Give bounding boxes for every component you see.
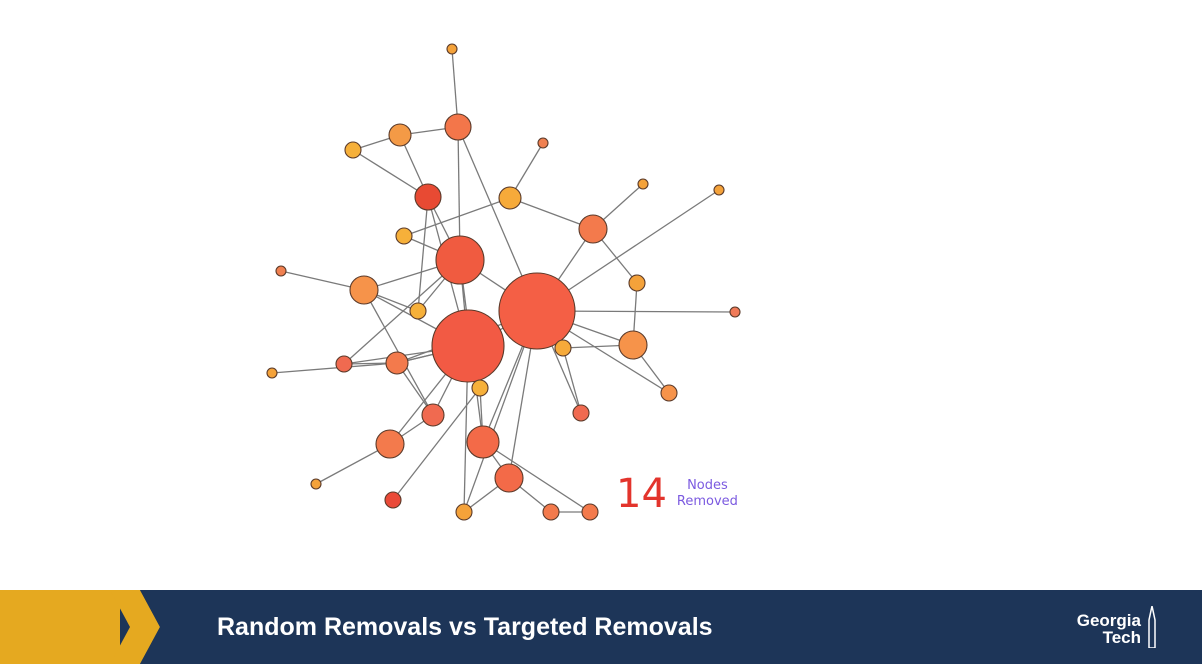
- network-node: [384, 491, 402, 509]
- network-node: [446, 43, 458, 55]
- network-node: [542, 503, 560, 521]
- network-edge: [352, 149, 429, 198]
- network-node: [537, 137, 549, 149]
- network-node: [578, 214, 608, 244]
- network-node: [660, 384, 678, 402]
- network-node: [498, 272, 576, 350]
- nodes-removed-counter: 14 Nodes Removed: [616, 474, 738, 514]
- network-edge: [509, 197, 594, 230]
- network-edge: [343, 259, 461, 365]
- network-node: [388, 123, 412, 147]
- network-graph: [266, 43, 741, 521]
- removed-count: 14: [616, 471, 667, 517]
- network-node: [628, 274, 646, 292]
- network-node: [444, 113, 472, 141]
- network-node: [395, 227, 413, 245]
- network-node: [494, 463, 524, 493]
- banner-gold-block: [0, 590, 120, 664]
- network-edge: [392, 387, 481, 501]
- footer-banner: Random Removals vs Targeted Removals Geo…: [0, 590, 1202, 664]
- network-node: [310, 478, 322, 490]
- network-node: [618, 330, 648, 360]
- logo-line1: Georgia: [1076, 611, 1141, 630]
- georgia-tech-logo: Georgia Tech: [1055, 612, 1141, 646]
- network-node: [414, 183, 442, 211]
- network-node: [335, 355, 353, 373]
- network-node: [344, 141, 362, 159]
- network-edges: [271, 48, 736, 513]
- network-edge: [562, 347, 582, 414]
- network-node: [498, 186, 522, 210]
- network-node: [385, 351, 409, 375]
- network-edge: [417, 196, 429, 312]
- network-node: [421, 403, 445, 427]
- network-node: [637, 178, 649, 190]
- network-node: [275, 265, 287, 277]
- network-node: [409, 302, 427, 320]
- network-node: [713, 184, 725, 196]
- removed-label-line2: Removed: [676, 494, 738, 509]
- removed-label-line1: Nodes: [687, 478, 728, 493]
- network-node: [431, 309, 505, 383]
- network-edge: [271, 362, 398, 374]
- network-node: [581, 503, 599, 521]
- slide-title: Random Removals vs Targeted Removals: [217, 613, 713, 641]
- network-node: [266, 367, 278, 379]
- banner-chevron-icon: [110, 590, 180, 664]
- network-node: [455, 503, 473, 521]
- network-node: [729, 306, 741, 318]
- network-node: [349, 275, 379, 305]
- network-edge: [403, 197, 511, 237]
- network-edge: [482, 441, 591, 513]
- network-node: [572, 404, 590, 422]
- network-nodes: [266, 43, 741, 521]
- removed-label: Nodes Removed: [677, 478, 738, 510]
- network-node: [375, 429, 405, 459]
- network-node: [554, 339, 572, 357]
- tech-tower-icon: [1148, 606, 1156, 648]
- network-node: [466, 425, 500, 459]
- logo-line2: Tech: [1102, 628, 1141, 647]
- network-node: [471, 379, 489, 397]
- network-node: [435, 235, 485, 285]
